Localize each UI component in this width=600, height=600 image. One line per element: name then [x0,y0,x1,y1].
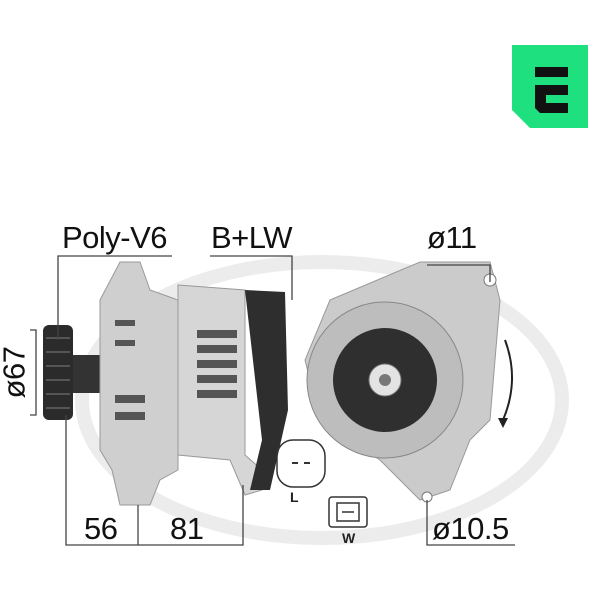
w-terminal-icon [328,496,368,528]
alternator-front-view [304,261,513,503]
pulley-type-label: Poly-V6 [62,220,168,255]
era-logo-icon [512,45,588,128]
rear-distance-label: 81 [170,511,204,546]
front-distance-label: 56 [84,511,118,546]
rotation-arrow-icon [498,418,508,428]
bottom-hole-diameter-label: ø10.5 [432,511,509,546]
era-watermark [75,255,569,545]
plug-label: L [290,489,299,505]
connection-type-label: B+LW [211,220,292,255]
plug-connector-icon [276,439,326,488]
alternator-side-view [43,261,288,506]
dimension-lines [30,255,515,546]
terminal-label: W [342,530,356,546]
pulley-diameter-label: ø67 [0,346,32,399]
top-hole-diameter-label: ø11 [427,220,477,255]
